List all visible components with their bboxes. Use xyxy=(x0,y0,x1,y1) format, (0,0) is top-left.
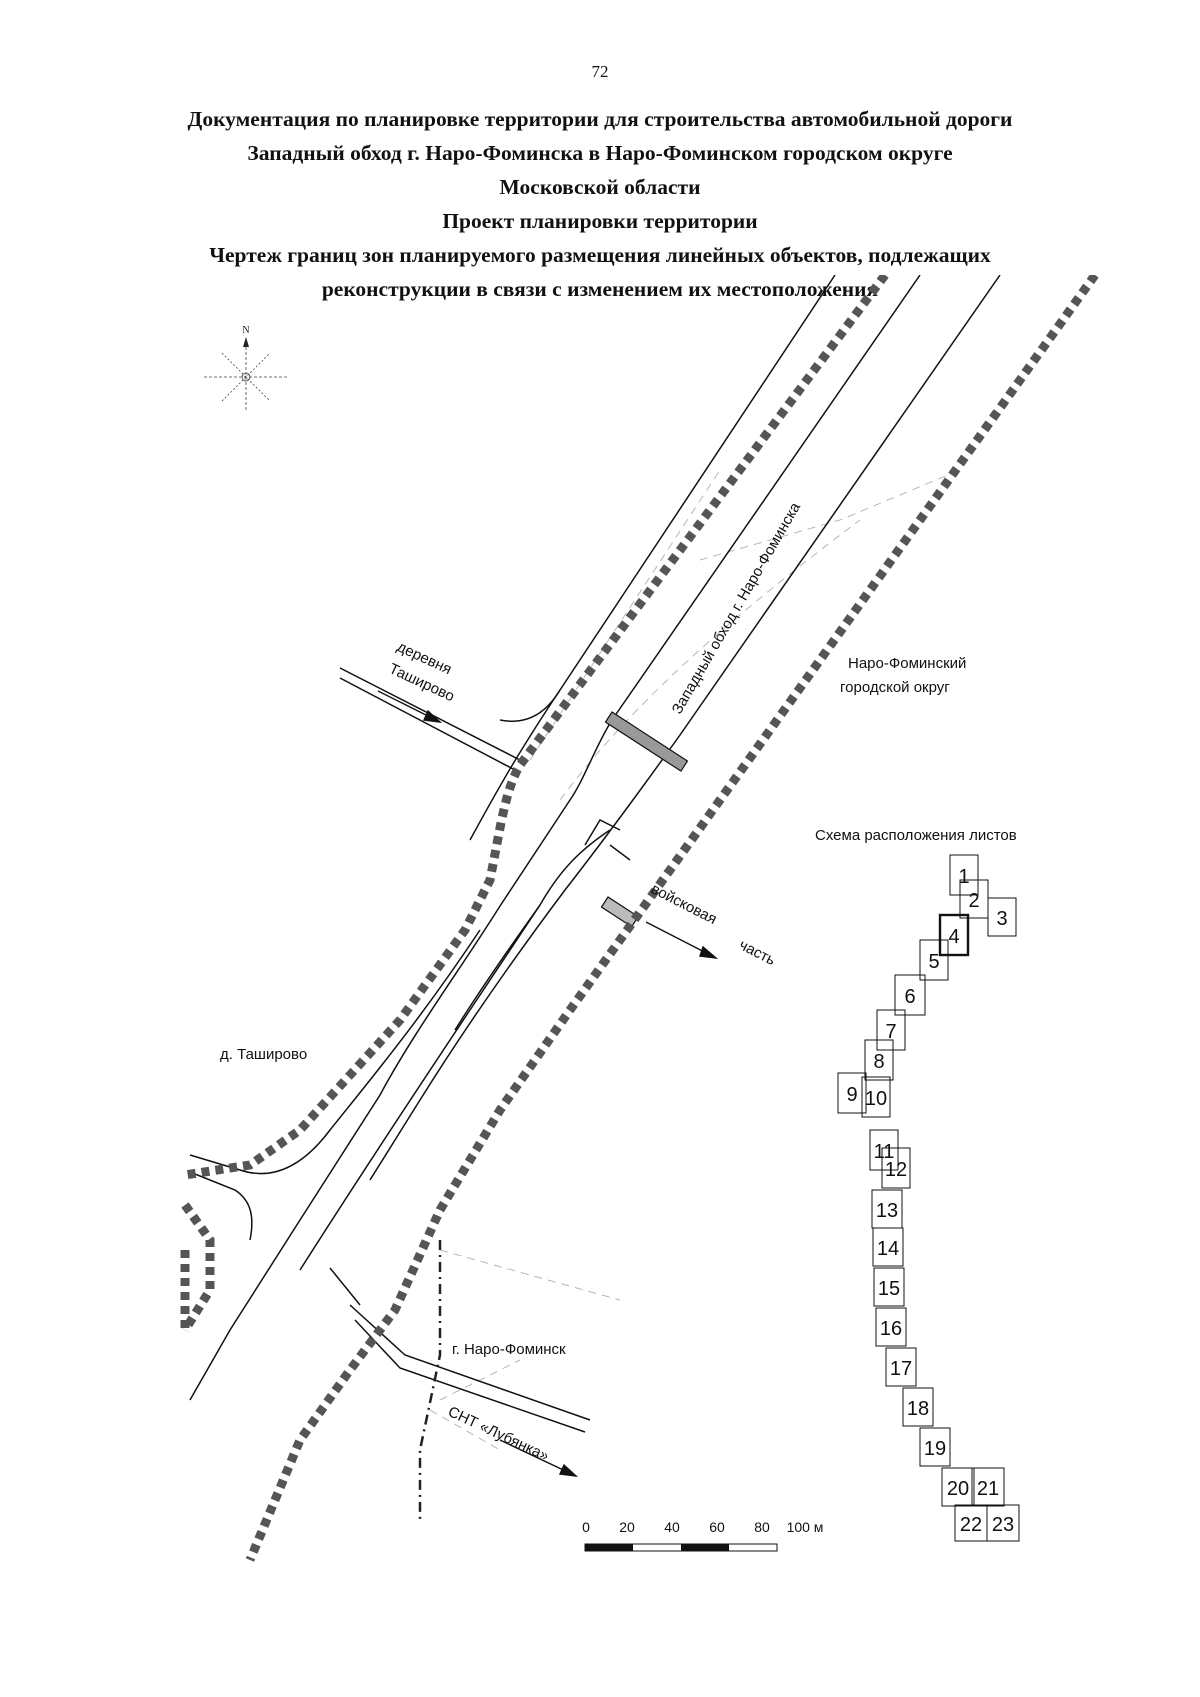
sheet-number: 10 xyxy=(865,1088,887,1110)
side-roads xyxy=(189,667,631,1433)
sheet-box xyxy=(885,1347,917,1387)
background-features xyxy=(429,469,961,1451)
sheet-number: 14 xyxy=(877,1238,899,1260)
structures xyxy=(600,711,689,928)
sheet-scheme-title: Схема расположения листов xyxy=(815,827,1017,844)
title-line: Проект планировки территории xyxy=(442,209,758,233)
scale-tick-label: 20 xyxy=(619,1519,635,1535)
sheet-box xyxy=(837,1072,867,1114)
sheet-number: 19 xyxy=(924,1438,946,1460)
sheet-box xyxy=(919,1427,951,1467)
sheet-number: 17 xyxy=(890,1358,912,1380)
sheet-box xyxy=(894,974,926,1016)
planning-zone-boundary xyxy=(180,275,1099,1562)
sheet-number: 4 xyxy=(948,926,959,948)
title-line: Чертеж границ зон планируемого размещени… xyxy=(209,243,991,267)
scale-tick-label: 0 xyxy=(582,1519,590,1535)
admin-boundary xyxy=(418,1240,442,1520)
sheet-number: 8 xyxy=(873,1051,884,1073)
page-number: 72 xyxy=(591,62,609,81)
sheet-number: 1 xyxy=(958,866,969,888)
sheet-number: 3 xyxy=(996,908,1007,930)
district-label: Наро-Фоминский xyxy=(848,655,966,672)
sheet-number: 21 xyxy=(977,1478,999,1500)
main-road xyxy=(189,275,1001,1401)
document-title: Документация по планировке территории дл… xyxy=(60,102,1140,306)
scale-tick-label: 40 xyxy=(664,1519,680,1535)
military-unit-label: войсковая xyxy=(648,880,719,928)
title-line: реконструкции в связи с изменением их ме… xyxy=(321,277,879,301)
sheet-number: 12 xyxy=(885,1159,907,1181)
sheet-box xyxy=(902,1387,934,1427)
sheet-box xyxy=(941,1467,975,1507)
sheet-number: 20 xyxy=(947,1478,969,1500)
sheet-number: 2 xyxy=(968,890,979,912)
sheet-number: 7 xyxy=(885,1021,896,1043)
sheet-number: 15 xyxy=(878,1278,900,1300)
sheet-box xyxy=(876,1009,906,1051)
scale-tick-label: 100 м xyxy=(787,1519,824,1535)
sheet-number: 9 xyxy=(846,1084,857,1106)
compass-north-label: N xyxy=(242,325,249,336)
sheet-box xyxy=(919,939,949,981)
sheet-box xyxy=(881,1147,911,1189)
scale-bar: 0 20 40 60 80 100 м xyxy=(582,1519,824,1552)
direction-arrow-icon xyxy=(377,690,443,723)
sheet-number: 23 xyxy=(992,1514,1014,1536)
snt-label: СНТ «Лубянка» xyxy=(445,1403,551,1465)
sheet-box xyxy=(864,1039,894,1081)
sheet-number: 6 xyxy=(904,986,915,1008)
sheet-number: 18 xyxy=(907,1398,929,1420)
sheet-box xyxy=(938,913,970,957)
sheet-number: 13 xyxy=(876,1200,898,1222)
sheet-number: 5 xyxy=(928,951,939,973)
title-line: Московской области xyxy=(499,175,701,199)
direction-arrow-icon xyxy=(645,921,719,959)
sheet-number: 16 xyxy=(880,1318,902,1340)
sheet-box xyxy=(987,897,1017,937)
direction-arrow-icon xyxy=(499,1439,579,1477)
sheet-number: 22 xyxy=(960,1514,982,1536)
village-label: д. Таширово xyxy=(220,1046,307,1063)
title-line: Западный обход г. Наро-Фоминска в Наро-Ф… xyxy=(247,141,953,165)
compass-rose-icon: N xyxy=(204,325,288,412)
sheet-number: 11 xyxy=(874,1141,895,1163)
sheet-box xyxy=(873,1267,905,1307)
sheet-box xyxy=(861,1076,891,1118)
scale-tick-label: 80 xyxy=(754,1519,770,1535)
sheet-box xyxy=(875,1307,907,1347)
scale-tick-label: 60 xyxy=(709,1519,725,1535)
sheet-box xyxy=(986,1504,1020,1542)
sheet-box xyxy=(949,854,979,896)
sheet-box xyxy=(869,1129,899,1171)
town-label: г. Наро-Фоминск xyxy=(452,1341,566,1358)
district-label: городской округ xyxy=(840,679,950,696)
sheet-box xyxy=(872,1227,904,1267)
military-unit-label: часть xyxy=(736,936,778,969)
title-line: Документация по планировке территории дл… xyxy=(187,107,1013,131)
sheet-box xyxy=(971,1467,1005,1507)
